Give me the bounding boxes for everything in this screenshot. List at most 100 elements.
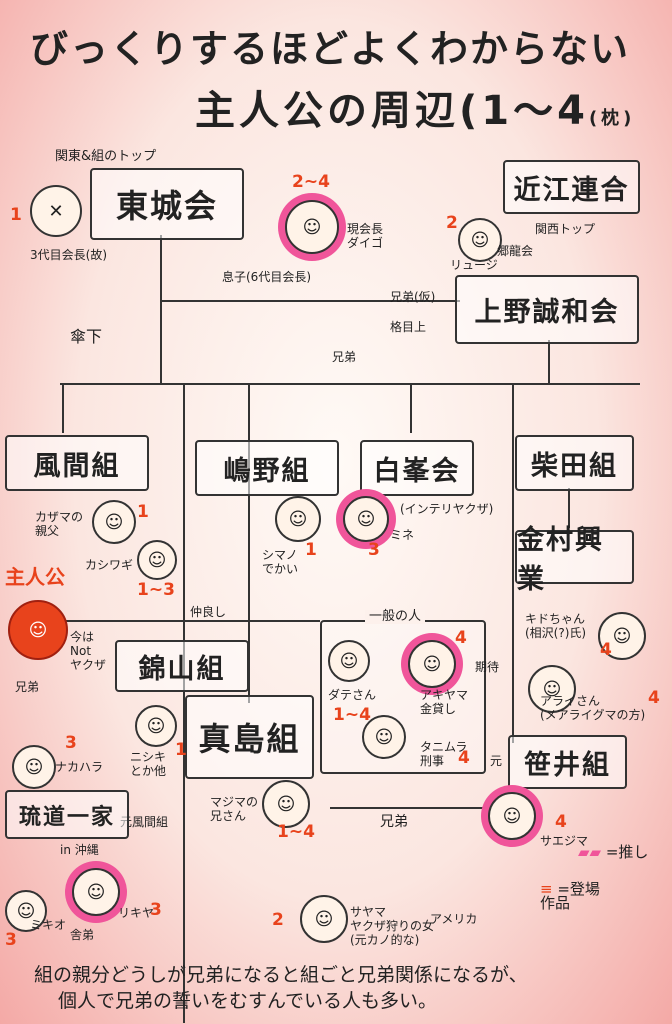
legend-oshi-swatch: ▰▰ bbox=[578, 843, 606, 861]
kazama-game: 1 bbox=[137, 502, 149, 522]
connector bbox=[160, 235, 162, 385]
now-not-yakuza-label: 今は Not ヤクザ bbox=[70, 630, 107, 672]
legend-appear-text: =登場 作品 bbox=[540, 880, 600, 912]
connector bbox=[62, 383, 64, 433]
sayama-face: ☺ bbox=[300, 895, 348, 943]
org-tojo-kai: 東城会 bbox=[90, 168, 244, 240]
kashiwagi-game: 1~3 bbox=[137, 580, 175, 600]
arai-game: 4 bbox=[648, 688, 660, 708]
ippan-label: 一般の人 bbox=[365, 610, 426, 624]
date-game: 1~4 bbox=[333, 705, 371, 725]
date-face: ☺ bbox=[328, 640, 370, 682]
org-ueno-seiwa-kai: 上野誠和会 bbox=[455, 275, 639, 344]
footer-line-2: 個人で兄弟の誓いをむすんでいる人も多い。 bbox=[58, 990, 438, 1012]
hero-kyodai-label: 兄弟 bbox=[15, 680, 40, 694]
intelli-label: (インテリヤクザ) bbox=[400, 502, 494, 516]
ryuji-face: ☺ bbox=[458, 218, 502, 262]
top-kansai-label: 関西トップ bbox=[535, 222, 596, 236]
shimano-game: 1 bbox=[305, 540, 317, 560]
kido-label: キドちゃん (相沢(?)氏) bbox=[525, 612, 587, 640]
majima-face: ☺ bbox=[262, 780, 310, 828]
connector bbox=[568, 488, 570, 528]
tojo-chair-game: 1 bbox=[10, 205, 22, 225]
title-line-1: びっくりするほどよくわからない bbox=[30, 27, 631, 71]
kazama-face: ☺ bbox=[92, 500, 136, 544]
title-main: 主人公の周辺(1〜4 bbox=[195, 88, 589, 134]
connector bbox=[183, 383, 185, 1023]
america-label: アメリカ bbox=[430, 912, 478, 926]
org-shimano-gumi: 嶋野組 bbox=[195, 440, 339, 496]
connector bbox=[160, 300, 460, 302]
sayama-label: サヤマ ヤクザ狩りの女 (元カノ的な) bbox=[350, 905, 435, 947]
rikiya-game: 3 bbox=[150, 900, 162, 920]
org-kanemura-kogyo: 金村興業 bbox=[515, 525, 634, 595]
shimano-label: シマノ でかい bbox=[262, 548, 299, 576]
kido-face: ☺ bbox=[598, 612, 646, 660]
third-chair-label: 3代目会長(故) bbox=[30, 248, 107, 262]
in-okinawa-label: in 沖縄 bbox=[60, 843, 99, 857]
legend-appear: ≡ =登場 作品 bbox=[540, 880, 600, 912]
mikio-label: ミキオ bbox=[30, 918, 67, 932]
kashiwagi-face: ☺ bbox=[137, 540, 177, 580]
nishiki-face: ☺ bbox=[135, 705, 177, 747]
daigo-face: ☺ bbox=[285, 200, 339, 254]
kido-game: 4 bbox=[600, 640, 612, 660]
connector bbox=[548, 340, 550, 385]
org-hakuho-kai: 白峯会 bbox=[360, 440, 474, 496]
saejima-game: 4 bbox=[555, 812, 567, 832]
hero-face: ☺ bbox=[8, 600, 68, 660]
meue-label: 格目上 bbox=[390, 320, 427, 334]
taniyama-game: 4 bbox=[458, 748, 470, 768]
hero-label: 主人公 bbox=[5, 565, 65, 589]
rikiya-face: ☺ bbox=[72, 868, 120, 916]
nakayoshi-label: 仲良し bbox=[190, 605, 227, 619]
org-majima-gumi: 真島組 bbox=[185, 695, 314, 779]
kashiwagi-label: カシワギ bbox=[85, 558, 134, 572]
saejima-label: サエジマ bbox=[540, 834, 589, 848]
moto-kazama-label: 元風間組 bbox=[120, 815, 169, 829]
kyodai-label-1: 兄弟 bbox=[332, 350, 357, 364]
connector bbox=[512, 383, 514, 743]
saejima-face: ☺ bbox=[488, 792, 536, 840]
kitai-label: 期待 bbox=[475, 660, 500, 674]
connector bbox=[330, 807, 520, 809]
mine-game: 3 bbox=[368, 540, 380, 560]
rikiya-label: リキヤ bbox=[118, 906, 155, 920]
title-suffix: (枕) bbox=[588, 108, 636, 129]
sayama-game: 2 bbox=[272, 910, 284, 930]
shatei-label: 舎弟 bbox=[70, 928, 95, 942]
son-label: 息子(6代目会長) bbox=[222, 270, 311, 284]
org-shibata-gumi: 柴田組 bbox=[515, 435, 634, 491]
footer-line-1: 組の親分どうしが兄弟になると組ごと兄弟関係になるが、 bbox=[34, 964, 528, 986]
majima-label: マジマの 兄さん bbox=[210, 795, 259, 823]
akiyama-face: ☺ bbox=[408, 640, 456, 688]
connector bbox=[410, 383, 412, 433]
date-label: ダテさん bbox=[328, 688, 377, 702]
arai-face: ☺ bbox=[528, 665, 576, 713]
org-omi-rengo: 近江連合 bbox=[503, 160, 640, 214]
legend-appear-swatch: ≡ bbox=[540, 880, 558, 898]
shimano-face: ☺ bbox=[275, 496, 321, 542]
goryukai-label: 郷龍会 bbox=[497, 244, 534, 258]
org-sasai-gumi: 笹井組 bbox=[508, 735, 627, 789]
org-ryudo-ikka: 琉道一家 bbox=[5, 790, 129, 839]
sanka-label: 傘下 bbox=[70, 327, 103, 346]
footer-note: 組の親分どうしが兄弟になると組ごと兄弟関係になるが、 個人で兄弟の誓いをむすんで… bbox=[34, 962, 528, 1014]
moto-label: 元 bbox=[490, 754, 503, 768]
nakahara-label: ナカハラ bbox=[55, 760, 104, 774]
mikio-face: ☺ bbox=[5, 890, 47, 932]
akiyama-game: 4 bbox=[455, 628, 467, 648]
nishiki-label: ニシキ とか他 bbox=[130, 750, 167, 778]
nishiki-game: 1 bbox=[175, 740, 187, 760]
mine-face: ☺ bbox=[343, 496, 389, 542]
kyodai-label-2: 兄弟 bbox=[380, 814, 408, 830]
org-kazama-gumi: 風間組 bbox=[5, 435, 149, 491]
org-nishikiyama-gumi: 錦山組 bbox=[115, 640, 249, 692]
connector bbox=[60, 383, 640, 385]
majima-game: 1~4 bbox=[277, 822, 315, 842]
arai-label: アライさん (メアライグマの方) bbox=[540, 694, 646, 722]
akiyama-label: アキヤマ 金貸し bbox=[420, 688, 469, 716]
connector bbox=[60, 620, 320, 622]
legend-oshi-text: =推し bbox=[605, 843, 649, 861]
kazama-oyaji-label: カザマの 親父 bbox=[35, 510, 84, 538]
